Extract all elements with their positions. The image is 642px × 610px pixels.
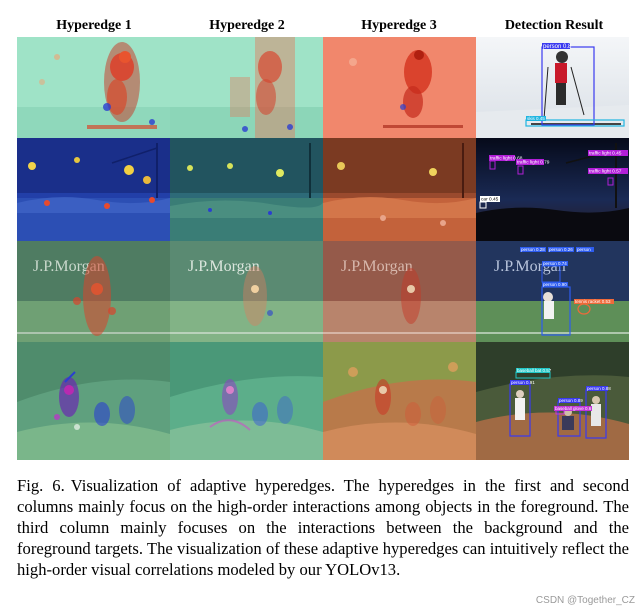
detection-label-person-small: person bbox=[577, 247, 591, 252]
panel-row3-hyperedge1: J.P.Morgan bbox=[17, 241, 170, 342]
detection-label-traffic-light-1: traffic light 0.68 bbox=[490, 156, 523, 162]
caption-label: Fig. 6. bbox=[17, 476, 65, 495]
column-title-detection-result: Detection Result bbox=[504, 18, 604, 33]
panel-row3-detection: J.P.Morgan person 0.28 person 0.26 perso… bbox=[476, 241, 629, 342]
panel-row2-hyperedge1 bbox=[17, 138, 170, 241]
banner-text-jpmorgan: J.P.Morgan bbox=[188, 258, 260, 275]
panel-row1-hyperedge2 bbox=[170, 37, 323, 138]
panel-row1-hyperedge3 bbox=[323, 37, 476, 138]
watermark: CSDN @Together_CZ bbox=[535, 595, 635, 606]
panel-row3-hyperedge2: J.P.Morgan bbox=[170, 241, 323, 342]
column-title-hyperedge-2: Hyperedge 2 bbox=[209, 18, 285, 33]
column-title-hyperedge-1: Hyperedge 1 bbox=[56, 18, 132, 33]
detection-label-person: person 0.8 bbox=[543, 44, 572, 50]
detection-label-traffic-light-2: traffic light 0.79 bbox=[517, 160, 550, 166]
detection-label-skis: skis 0.45 bbox=[527, 116, 545, 121]
panel-row2-detection: traffic light 0.68 traffic light 0.79 tr… bbox=[476, 138, 629, 241]
detection-label-person-028: person 0.28 bbox=[521, 247, 545, 252]
detection-label-person-088: person 0.88 bbox=[587, 386, 611, 391]
detection-label-traffic-light-3: traffic light 0.45 bbox=[589, 151, 622, 157]
panel-row2-hyperedge3 bbox=[323, 138, 476, 241]
panel-row4-hyperedge2 bbox=[170, 342, 323, 460]
panel-row4-hyperedge3 bbox=[323, 342, 476, 460]
detection-label-car: car 0.45 bbox=[481, 197, 499, 203]
column-title-hyperedge-3: Hyperedge 3 bbox=[361, 18, 437, 33]
detection-label-tennis-racket: tennis racket 0.53 bbox=[575, 299, 611, 304]
detection-label-person-090: person 0.90 bbox=[543, 282, 567, 287]
detection-label-person-074: person 0.74 bbox=[543, 261, 567, 266]
detection-label-baseball-glove: baseball glove 0.6 bbox=[555, 406, 592, 411]
panel-row1-hyperedge1 bbox=[17, 37, 170, 138]
panel-row2-hyperedge2 bbox=[170, 138, 323, 241]
panel-row4-hyperedge1 bbox=[17, 342, 170, 460]
detection-label-traffic-light-4: traffic light 0.57 bbox=[589, 169, 622, 175]
figure-caption: Fig. 6.Visualization of adaptive hypered… bbox=[17, 476, 629, 581]
detection-label-person-026: person 0.26 bbox=[549, 247, 573, 252]
banner-text-jpmorgan: J.P.Morgan bbox=[341, 258, 413, 275]
detection-label-person-089: person 0.89 bbox=[559, 398, 583, 403]
panel-row3-hyperedge3: J.P.Morgan bbox=[323, 241, 476, 342]
panel-row1-detection: person 0.8 skis 0.45 bbox=[476, 37, 629, 138]
detection-label-baseball-bat: baseball bat 0.57 bbox=[517, 368, 552, 373]
panel-row4-detection: person 0.91 baseball bat 0.57 person 0.8… bbox=[476, 342, 629, 460]
figure: Hyperedge 1 Hyperedge 2 Hyperedge 3 Dete… bbox=[17, 18, 629, 460]
detection-label-person-091: person 0.91 bbox=[511, 380, 535, 385]
caption-text: Visualization of adaptive hyperedges. Th… bbox=[17, 476, 629, 579]
